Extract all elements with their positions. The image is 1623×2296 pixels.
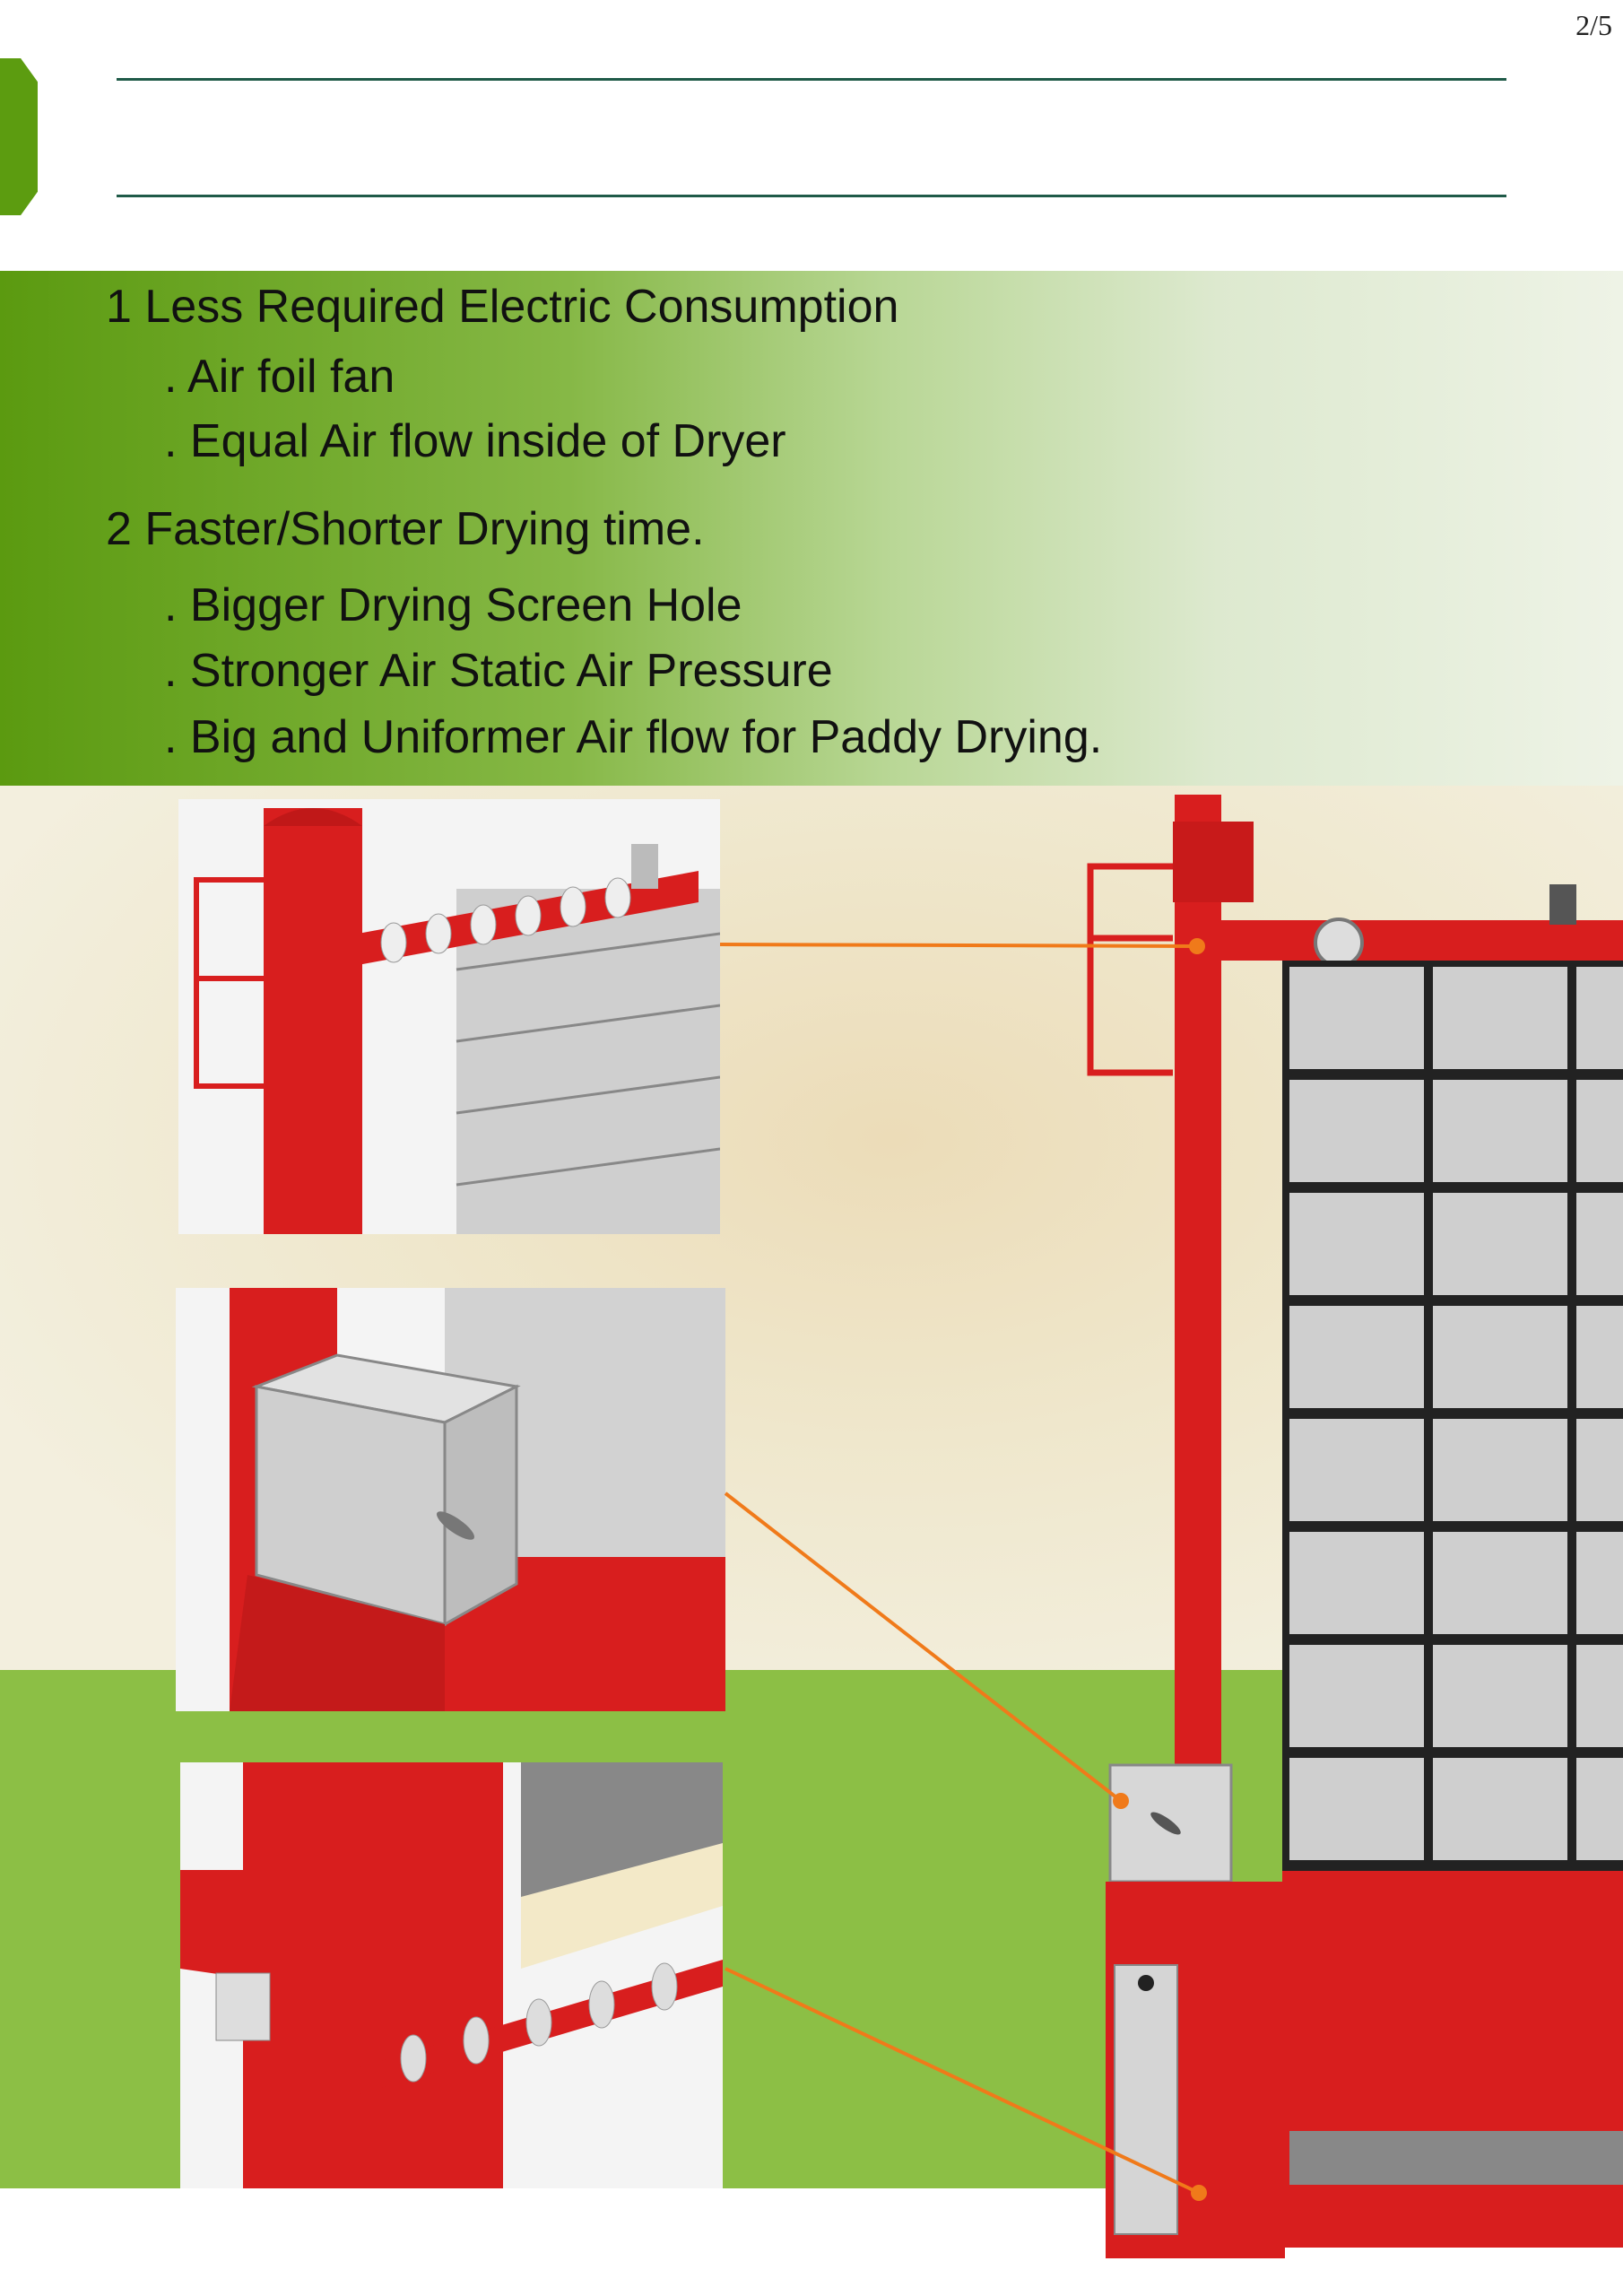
feature-heading-1: 1 Less Required Electric Consumption [106,281,899,333]
dryer-panel [1433,1419,1567,1521]
dryer-panel [1576,1193,1623,1295]
dryer-panel [1289,1080,1424,1182]
title-rule-top [117,78,1506,81]
dryer-panel [1289,1645,1424,1747]
dryer-panel [1576,1645,1623,1747]
dryer-panel [1433,967,1567,1069]
detail-image-top-conveyor [178,799,720,1234]
dryer-panel [1576,1532,1623,1634]
detail-image-inlet-hopper [176,1288,725,1711]
dryer-panel [1433,1645,1567,1747]
dryer-panel [1289,1532,1424,1634]
dryer-panel [1433,1532,1567,1634]
title-rule-bottom [117,195,1506,197]
grain-dryer-drawing [1083,795,1623,2266]
feature-item: . Air foil fan [164,351,395,403]
dryer-panel [1433,1080,1567,1182]
dryer-panel [1289,1306,1424,1408]
dryer-panel [1576,1306,1623,1408]
feature-heading-2: 2 Faster/Shorter Drying time. [106,503,705,555]
dryer-panel [1433,1306,1567,1408]
feature-item: . Big and Uniformer Air flow for Paddy D… [164,711,1103,763]
feature-item: . Equal Air flow inside of Dryer [164,415,786,467]
dryer-panel [1289,1193,1424,1295]
feature-item: . Bigger Drying Screen Hole [164,579,742,631]
dryer-panel [1576,1419,1623,1521]
features-band [0,271,1623,786]
dryer-panel [1576,1758,1623,1860]
page-number: 2/5 [1575,9,1612,41]
dryer-panel [1289,967,1424,1069]
dryer-panel [1289,1419,1424,1521]
detail-image-bottom-screw [180,1762,723,2188]
dryer-panel [1433,1758,1567,1860]
dryer-panel [1433,1193,1567,1295]
dryer-panel [1576,1080,1623,1182]
green-hexagon-decoration [0,58,38,215]
dryer-panel [1289,1758,1424,1860]
dryer-panel [1576,967,1623,1069]
feature-item: . Stronger Air Static Air Pressure [164,645,833,697]
